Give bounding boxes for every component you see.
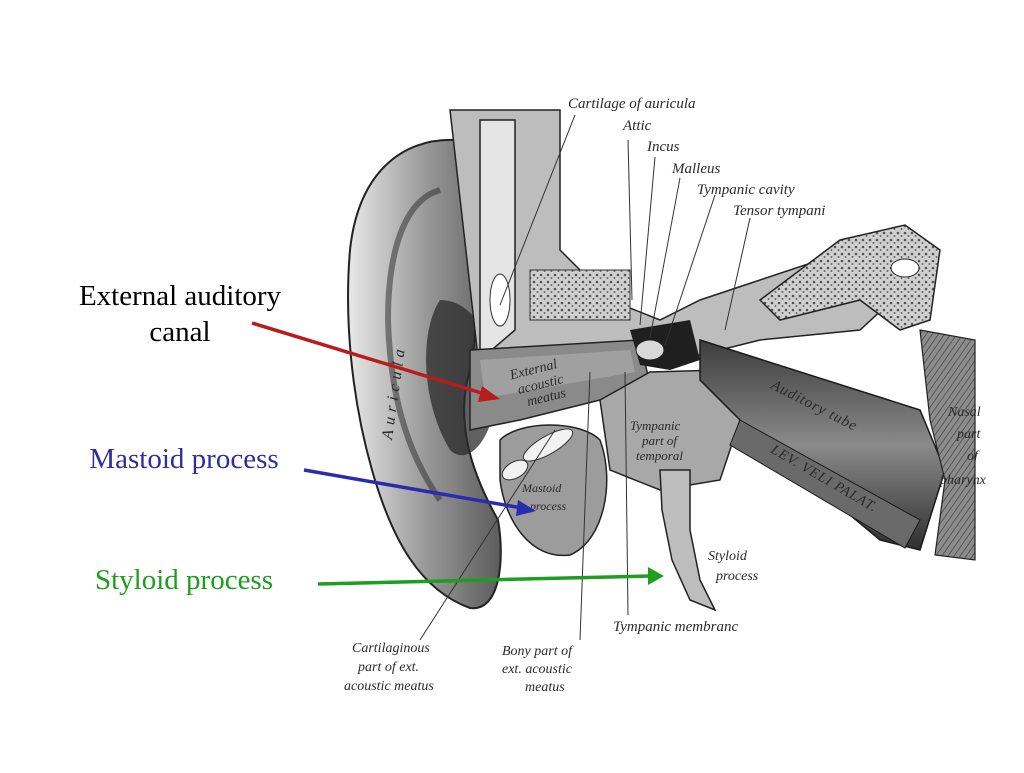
label-attic: Attic (622, 118, 652, 134)
label-part-of: part of (641, 433, 679, 448)
callout-arrows (251, 321, 664, 586)
petrous-bone (758, 224, 941, 331)
callout-styloid-process: Styloid process (94, 564, 274, 596)
petrous-oval (890, 258, 920, 278)
label-styloid-process: process (715, 569, 759, 584)
mastoid-cell (522, 428, 574, 462)
label-malleus: Malleus (671, 161, 720, 177)
label-pharynx: pharynx (939, 473, 987, 488)
pharynx-wall (919, 329, 976, 561)
ossicle (635, 339, 665, 361)
label-mastoid-process: process (529, 499, 567, 513)
tympanic-part-temporal (599, 369, 741, 491)
callout-mastoid-process: Mastoid process (89, 443, 279, 475)
callout-canal-line1: External auditory (78, 280, 282, 312)
label-part-of-ext: part of ext. (357, 660, 419, 675)
label-cartilaginous: Cartilaginous (352, 641, 430, 656)
arrowhead-styloid (648, 567, 664, 585)
label-ext-acoustic: ext. acoustic (502, 662, 573, 677)
label-tympanic-cavity: Tympanic cavity (697, 182, 795, 198)
label-nasal: Nasal (947, 405, 981, 420)
label-of: of (967, 449, 980, 464)
callout-canal-line2: canal (149, 316, 211, 348)
leader-lines (419, 114, 751, 641)
arrow-styloid (317, 574, 651, 586)
label-cartilage-auricula: Cartilage of auricula (568, 96, 696, 112)
callout-external-auditory-canal: External auditory canal (40, 278, 320, 350)
label-acoustic-meatus: acoustic meatus (344, 679, 434, 694)
label-tympanic-membrane: Tympanic membranc (613, 619, 738, 635)
illustration (347, 109, 976, 612)
cartilage-oval (489, 273, 511, 327)
label-part: part (956, 427, 981, 442)
ear-canal-shade (480, 350, 635, 398)
arrow-mastoid (303, 468, 523, 510)
label-temporal: temporal (636, 448, 683, 463)
label-styloid: Styloid (708, 549, 748, 564)
label-incus: Incus (646, 139, 680, 155)
mastoid-cell-2 (501, 459, 529, 481)
lev-veli-palat-band (729, 419, 921, 549)
label-tensor-tympani: Tensor tympani (733, 203, 825, 219)
arrowhead-canal (478, 386, 500, 402)
styloid-process-shape (659, 469, 717, 612)
label-tympanic: Tympanic (630, 418, 681, 433)
attic-bone (529, 269, 631, 321)
label-bony-meatus: meatus (525, 680, 565, 695)
label-mastoid: Mastoid (521, 481, 562, 495)
arrowhead-mastoid (516, 500, 536, 516)
auricle-inner-fold (384, 187, 443, 502)
arrow-canal (251, 321, 489, 397)
label-bony-part: Bony part of (502, 644, 574, 659)
